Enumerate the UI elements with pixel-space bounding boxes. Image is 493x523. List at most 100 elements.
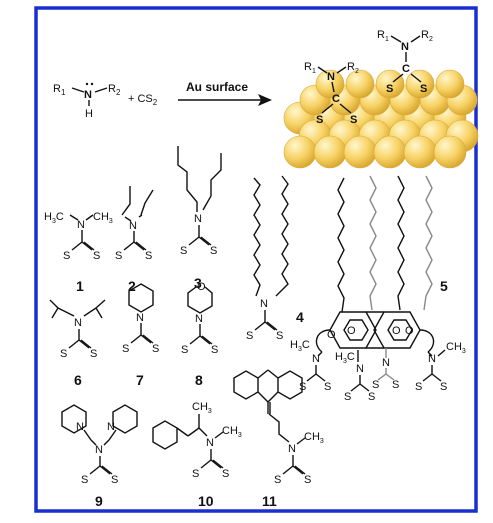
- svg-text:CH3: CH3: [192, 401, 212, 415]
- compound-6: N S S 6: [49, 299, 106, 388]
- svg-text:O: O: [392, 325, 401, 337]
- svg-text:O: O: [327, 329, 336, 341]
- svg-text:N: N: [401, 41, 409, 53]
- svg-text:S: S: [81, 474, 88, 486]
- adsorbed-dtc-left: R1 N R2 C S S: [304, 61, 359, 126]
- svg-text:H3C: H3C: [335, 351, 355, 365]
- svg-text:C: C: [332, 93, 340, 105]
- svg-text:CH3: CH3: [304, 431, 324, 445]
- svg-text:S: S: [304, 474, 311, 486]
- svg-text:N: N: [76, 421, 84, 433]
- gold-atom: [343, 135, 377, 169]
- gold-atom: [403, 135, 437, 169]
- svg-text:O: O: [347, 325, 356, 337]
- reactant-h-label: H: [85, 108, 93, 120]
- compound-4: N S S 4: [246, 175, 304, 342]
- svg-text:CH3: CH3: [222, 425, 242, 439]
- svg-text:S: S: [192, 468, 199, 480]
- svg-text:H3C: H3C: [290, 339, 310, 353]
- svg-text:N: N: [74, 317, 82, 329]
- svg-text:CH3: CH3: [93, 211, 113, 225]
- compound-1-number: 1: [76, 278, 84, 294]
- svg-text:N: N: [77, 219, 85, 231]
- compound-7-number: 7: [136, 372, 144, 388]
- svg-text:S: S: [211, 344, 218, 356]
- svg-text:S: S: [420, 83, 427, 95]
- compound-5: O O O O H3C N S S H3C N S S N S S N CH3: [290, 175, 466, 403]
- svg-text:H3C: H3C: [44, 211, 64, 225]
- svg-text:N: N: [428, 353, 436, 365]
- svg-text:S: S: [274, 474, 281, 486]
- svg-text:S: S: [115, 250, 122, 262]
- arrowhead-icon: [258, 94, 272, 106]
- compound-6-number: 6: [74, 372, 82, 388]
- compound-8: O N S S 8: [181, 281, 218, 388]
- svg-text:S: S: [368, 391, 375, 403]
- reactant-r1-label: R1: [53, 83, 66, 97]
- compound-7: N S S 7: [122, 283, 159, 388]
- svg-text:S: S: [344, 391, 351, 403]
- gold-atom: [433, 135, 467, 169]
- gold-surface: [283, 69, 479, 169]
- gold-atom: [373, 135, 407, 169]
- svg-text:N: N: [129, 220, 137, 232]
- compound-2: N S S 2: [115, 186, 154, 294]
- figure-frame: [34, 6, 478, 513]
- svg-text:S: S: [180, 245, 187, 257]
- svg-text:N: N: [288, 443, 296, 455]
- cs2-label: + CS2: [128, 93, 158, 107]
- svg-text:S: S: [372, 379, 379, 391]
- compound-9: N N N S S 9: [61, 404, 138, 509]
- svg-text:S: S: [324, 381, 331, 393]
- svg-text:S: S: [316, 114, 323, 126]
- gold-atom: [405, 69, 435, 99]
- compound-11-number: 11: [262, 493, 277, 509]
- svg-text:N: N: [194, 213, 202, 225]
- gold-atom: [375, 69, 405, 99]
- svg-text:S: S: [63, 250, 70, 262]
- svg-text:S: S: [415, 381, 422, 393]
- svg-text:R1: R1: [304, 61, 316, 75]
- compound-11: N CH3 S S 11: [233, 369, 324, 509]
- gold-atom: [345, 69, 375, 99]
- svg-text:N: N: [136, 312, 144, 324]
- svg-text:S: S: [93, 250, 100, 262]
- svg-text:S: S: [152, 343, 159, 355]
- svg-text:CH3: CH3: [446, 341, 466, 355]
- reactant-n-label: N: [84, 89, 92, 101]
- svg-text:S: S: [386, 83, 393, 95]
- svg-text:R2: R2: [421, 29, 433, 43]
- compound-3: N S S 3: [177, 146, 222, 291]
- compound-10: CH3 N CH3 S S 10: [152, 401, 242, 509]
- svg-text:N: N: [382, 357, 390, 369]
- svg-text:N: N: [260, 298, 268, 310]
- svg-text:N: N: [107, 421, 115, 433]
- svg-text:N: N: [206, 437, 214, 449]
- arrow-label: Au surface: [186, 80, 248, 94]
- compound-2-number: 2: [128, 278, 136, 294]
- compound-8-number: 8: [195, 372, 203, 388]
- svg-text:S: S: [350, 114, 357, 126]
- compound-10-number: 10: [198, 493, 214, 509]
- gold-atom: [435, 69, 465, 99]
- compound-9-number: 9: [95, 493, 103, 509]
- svg-text:S: S: [246, 330, 253, 342]
- svg-text:S: S: [222, 468, 229, 480]
- svg-text:N: N: [95, 444, 103, 456]
- svg-text:S: S: [181, 344, 188, 356]
- svg-text:S: S: [210, 245, 217, 257]
- svg-text:R2: R2: [347, 61, 359, 75]
- adsorbed-dtc-right: R1 N R2 C S S: [377, 29, 433, 95]
- compound-3-number: 3: [194, 275, 202, 291]
- reaction-scheme: R1 N R2 H + CS2 Au surface: [53, 80, 272, 120]
- svg-text:O: O: [197, 281, 206, 293]
- svg-text:S: S: [122, 343, 129, 355]
- compound-4-number: 4: [296, 309, 304, 325]
- svg-text:S: S: [111, 474, 118, 486]
- svg-text:N: N: [312, 353, 320, 365]
- svg-text:N: N: [195, 313, 203, 325]
- svg-text:N: N: [327, 71, 335, 83]
- gold-atom: [313, 135, 347, 169]
